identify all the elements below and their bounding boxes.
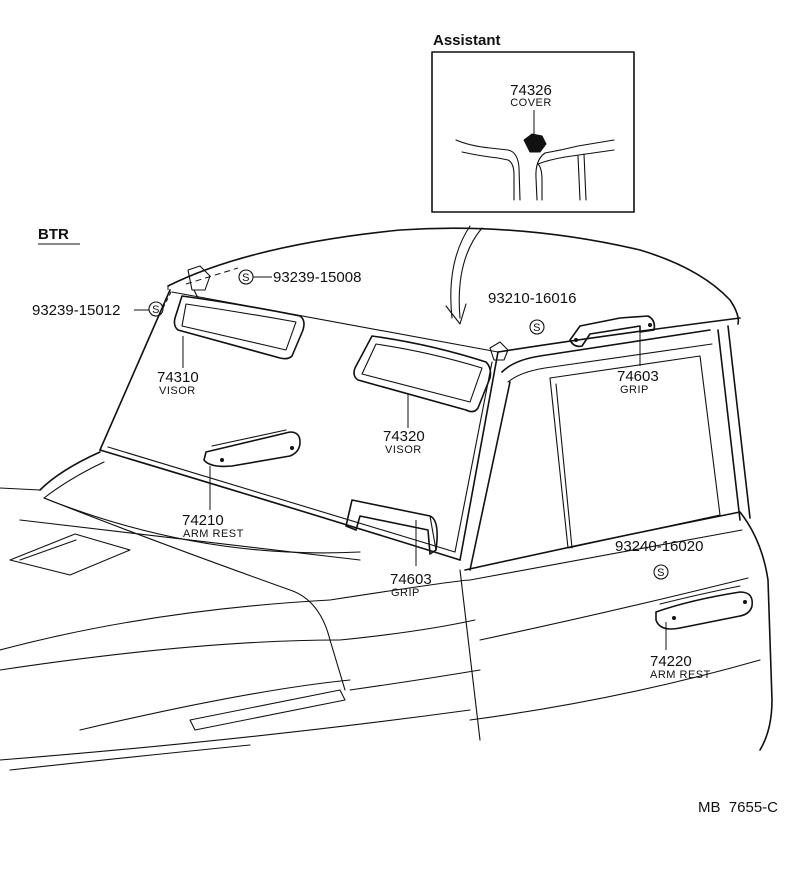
screw-16020-part-number: 93240-16020 — [615, 538, 703, 555]
screw-symbol-15008: S — [167, 267, 272, 292]
armrest-front — [203, 429, 301, 468]
inset-pointer-arrow — [445, 225, 483, 325]
cab-body — [0, 227, 773, 771]
assistant-inset: Assistant 74326 COVER — [431, 32, 635, 213]
armrest-door — [655, 585, 754, 630]
screw-symbol-16016-letter: S — [533, 322, 541, 334]
armrest-front-part-name: ARM REST — [183, 528, 244, 540]
grip-lower-part-number: 74603 — [390, 571, 432, 588]
leader-lines — [182, 326, 667, 650]
screw-16016-part-number: 93210-16016 — [488, 290, 576, 307]
screw-symbol-15012: S — [134, 289, 173, 317]
variant-label: BTR — [38, 226, 69, 243]
armrest-door-part-name: ARM REST — [650, 669, 711, 681]
cover-part-name: COVER — [510, 97, 552, 109]
grip-upper — [569, 315, 656, 348]
visor-left-part-number: 74310 — [157, 369, 199, 386]
visor-right — [353, 335, 509, 413]
grip-upper-part-number: 74603 — [617, 368, 659, 385]
screw-symbol-16016: S — [529, 319, 545, 335]
visor-left-part-name: VISOR — [159, 385, 196, 397]
visor-left — [173, 265, 305, 360]
visor-right-part-name: VISOR — [385, 444, 422, 456]
inset-title: Assistant — [433, 32, 501, 49]
grip-lower — [345, 499, 438, 555]
armrest-front-part-number: 74210 — [182, 512, 224, 529]
cover-nut — [523, 110, 547, 153]
grip-upper-part-name: GRIP — [620, 384, 649, 396]
screw-15008-part-number: 93239-15008 — [273, 269, 361, 286]
screw-symbol-16020-letter: S — [657, 567, 665, 579]
cover-part-number: 74326 — [510, 82, 552, 99]
visor-right-part-number: 74320 — [383, 428, 425, 445]
drawing-code: MB 7655-C — [698, 799, 778, 816]
screw-symbol-16020: S — [653, 564, 669, 580]
screw-symbol-15012-letter: S — [152, 304, 160, 316]
armrest-door-part-number: 74220 — [650, 653, 692, 670]
screw-symbol-15008-letter: S — [242, 272, 250, 284]
screw-15012-part-number: 93239-15012 — [32, 302, 120, 319]
grip-lower-part-name: GRIP — [391, 587, 420, 599]
